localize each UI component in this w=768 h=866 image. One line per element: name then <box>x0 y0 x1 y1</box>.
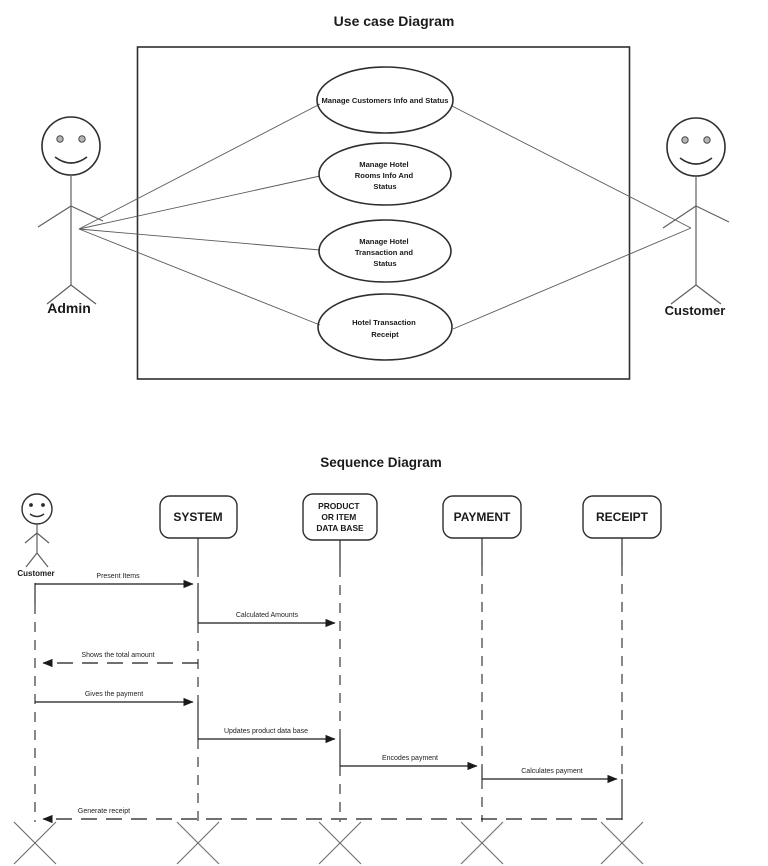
message-updates-product-db: Updates product data base <box>198 728 336 744</box>
use-case-ellipse <box>317 293 453 361</box>
message-encodes-payment: Encodes payment <box>340 755 478 771</box>
use-case-label: Manage Hotel Transaction and Status <box>355 237 415 268</box>
message-label: Updates product data base <box>224 728 308 735</box>
customer-smile <box>679 157 713 165</box>
system-boundary-box <box>136 46 631 380</box>
message-gives-payment: Gives the payment <box>35 691 194 707</box>
customer-head <box>666 117 726 177</box>
message-calculated-amounts: Calculated Amounts <box>198 612 336 628</box>
destroy-product-db-icon <box>318 821 362 865</box>
association-customer-receipt <box>452 227 692 330</box>
use-case-label: Manage Hotel Rooms Info And Status <box>355 160 415 191</box>
customer-association-lines <box>451 105 692 330</box>
customer-leg-right <box>695 284 722 305</box>
use-case-ellipse <box>316 66 454 134</box>
message-label: Present Items <box>96 573 140 580</box>
use-case-manage-transaction: Manage Hotel Transaction and Status <box>318 219 452 283</box>
association-admin-manage-customers <box>78 103 321 230</box>
payment-label: PAYMENT <box>454 510 511 524</box>
customer-label: Customer <box>665 303 726 318</box>
use-case-manage-rooms: Manage Hotel Rooms Info And Status <box>318 142 452 206</box>
customer-actor-icon: Customer <box>662 117 730 318</box>
receipt-label: RECEIPT <box>596 510 649 524</box>
lifeline-header-receipt: RECEIPT <box>582 495 662 539</box>
destroy-customer-icon <box>13 821 57 865</box>
association-admin-manage-rooms <box>78 175 321 230</box>
message-calculates-payment: Calculates payment <box>482 768 618 784</box>
seq-customer-arm-left <box>24 532 38 544</box>
admin-head <box>41 116 101 176</box>
admin-leg-left <box>46 284 72 305</box>
admin-leg-right <box>70 284 97 305</box>
use-case-diagram: Use case Diagram Manage Customers Info a… <box>37 13 730 380</box>
association-admin-receipt <box>78 228 321 326</box>
message-present-items: Present Items <box>35 573 194 589</box>
use-case-label: Manage Customers Info and Status <box>321 96 448 105</box>
seq-customer-eye-right <box>41 503 45 507</box>
message-shows-total-amount: Shows the total amount <box>42 652 198 668</box>
message-label: Gives the payment <box>85 691 143 698</box>
lifeline-header-product-db: PRODUCT OR ITEM DATA BASE <box>302 493 378 541</box>
use-case-manage-customers: Manage Customers Info and Status <box>316 66 454 134</box>
destruction-marks <box>13 821 644 865</box>
admin-arm-left <box>37 205 72 228</box>
lifeline-header-system: SYSTEM <box>159 495 238 539</box>
use-case-receipt: Hotel Transaction Receipt <box>317 293 453 361</box>
system-label: SYSTEM <box>173 510 222 524</box>
use-case-label: Hotel Transaction Receipt <box>352 318 418 339</box>
association-admin-manage-transaction <box>78 228 321 251</box>
customer-eye-right <box>703 136 711 144</box>
admin-smile <box>54 156 88 164</box>
message-generate-receipt: Generate receipt <box>42 808 622 824</box>
admin-eye-left <box>56 135 64 143</box>
customer-eye-left <box>681 136 689 144</box>
message-label: Calculated Amounts <box>236 612 299 619</box>
seq-customer-leg-right <box>36 552 49 568</box>
admin-label: Admin <box>47 300 91 316</box>
message-label: Generate receipt <box>78 808 130 815</box>
message-label: Calculates payment <box>521 768 583 775</box>
destroy-system-icon <box>176 821 220 865</box>
lifeline-header-payment: PAYMENT <box>442 495 522 539</box>
message-label: Shows the total amount <box>81 652 154 659</box>
seq-customer-smile <box>29 513 45 518</box>
sequence-diagram: Sequence Diagram Customer SYSTEM PRODUCT… <box>13 455 662 865</box>
destroy-payment-icon <box>460 821 504 865</box>
seq-customer-label: Customer <box>17 569 54 578</box>
admin-actor-icon: Admin <box>37 116 104 316</box>
admin-association-lines <box>78 103 321 326</box>
use-case-diagram-title: Use case Diagram <box>334 13 455 29</box>
customer-arm-right <box>695 205 730 223</box>
seq-customer-actor-icon: Customer <box>17 493 55 578</box>
association-customer-manage-customers <box>451 105 692 229</box>
use-case-ellipse <box>318 142 452 206</box>
use-case-ellipse <box>318 219 452 283</box>
destroy-receipt-icon <box>600 821 644 865</box>
customer-arm-left <box>662 205 697 229</box>
product-db-label: PRODUCT OR ITEM DATA BASE <box>316 501 364 533</box>
seq-customer-eye-left <box>29 503 33 507</box>
seq-customer-arm-right <box>36 532 50 544</box>
message-label: Encodes payment <box>382 755 438 762</box>
sequence-diagram-title: Sequence Diagram <box>320 455 442 470</box>
admin-arm-right <box>70 205 104 222</box>
admin-eye-right <box>78 135 86 143</box>
customer-leg-left <box>670 284 697 305</box>
seq-customer-leg-left <box>25 552 38 568</box>
seq-customer-head <box>21 493 53 525</box>
